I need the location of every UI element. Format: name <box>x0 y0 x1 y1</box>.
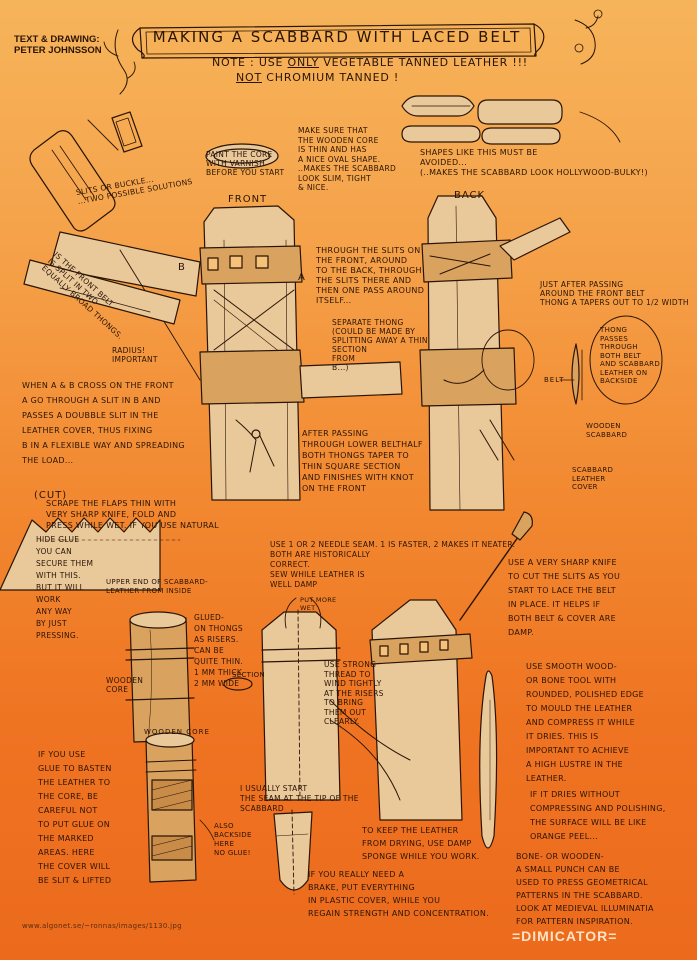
start-seam-annotation: I USUALLY START THE SEAM AT THE TIP OF T… <box>240 784 359 813</box>
sharp-knife-annotation: USE A VERY SHARP KNIFE TO CUT THE SLITS … <box>508 558 621 637</box>
b-label: B <box>178 262 186 273</box>
cut-label: (CUT) <box>34 490 68 501</box>
strong-thread-annotation: USE STRONG THREAD TO WIND TIGHTLY AT THE… <box>324 660 384 726</box>
leather-note-sub: NOT CHROMIUM TANNED ! <box>236 71 399 85</box>
page-title: MAKING A SCABBARD WITH LACED BELT <box>152 28 522 46</box>
note-sub-suffix: CHROMIUM TANNED ! <box>262 71 400 84</box>
dries-without-annotation: IF IT DRIES WITHOUT COMPRESSING AND POLI… <box>530 790 666 841</box>
separate-thong-annotation: SEPARATE THONG (COULD BE MADE BY SPLITTI… <box>332 318 428 372</box>
glued-thongs-annotation: GLUED- ON THONGS AS RISERS. CAN BE QUITE… <box>194 613 244 688</box>
back-label: BACK <box>454 190 486 201</box>
put-wet-annotation: PUT MORE WET <box>300 596 337 612</box>
paint-core-annotation: PAINT THE CORE WITH VARNISH BEFORE YOU S… <box>206 150 285 177</box>
wooden-core-label: WOODEN CORE <box>106 676 144 694</box>
bone-tool-annotation: USE SMOOTH WOOD- OR BONE TOOL WITH ROUND… <box>526 662 645 783</box>
hide-glue-annotation: HIDE GLUE YOU CAN SECURE THEM WITH THIS.… <box>36 535 94 640</box>
glue-baste-annotation: IF YOU USE GLUE TO BASTEN THE LEATHER TO… <box>38 750 112 885</box>
title-banner: MAKING A SCABBARD WITH LACED BELT <box>140 20 534 60</box>
through-slits-annotation: THROUGH THE SLITS ON THE FRONT, AROUND T… <box>316 246 425 305</box>
shapes-avoid-annotation: SHAPES LIKE THIS MUST BE AVOIDED... (..M… <box>420 148 648 177</box>
needle-seam-annotation: USE 1 OR 2 NEEDLE SEAM. 1 IS FASTER, 2 M… <box>270 540 516 589</box>
note-suffix: VEGETABLE TANNED LEATHER !!! <box>319 56 529 69</box>
also-backside-annotation: ALSO BACKSIDE HERE NO GLUE! <box>214 822 252 857</box>
thin-core-annotation: MAKE SURE THAT THE WOODEN CORE IS THIN A… <box>298 126 397 192</box>
front-label: FRONT <box>228 194 268 205</box>
belt-label: BELT <box>544 376 565 384</box>
dimicator-logo: =DIMICATOR= <box>512 928 618 944</box>
a-label: A <box>298 272 306 283</box>
scrape-annotation: SCRAPE THE FLAPS THIN WITH VERY SHARP KN… <box>46 499 219 530</box>
when-ab-annotation: WHEN A & B CROSS ON THE FRONT A GO THROU… <box>22 381 185 465</box>
after-lower-annotation: AFTER PASSING THROUGH LOWER BELTHALF BOT… <box>302 429 423 493</box>
keep-damp-annotation: TO KEEP THE LEATHER FROM DRYING, USE DAM… <box>362 826 480 861</box>
leather-note: NOTE : USE ONLY VEGETABLE TANNED LEATHER… <box>212 56 528 70</box>
note-prefix: NOTE : USE <box>212 56 288 69</box>
small-punch-annotation: BONE- OR WOODEN- A SMALL PUNCH CAN BE US… <box>516 852 654 926</box>
brake-annotation: IF YOU REALLY NEED A BRAKE, PUT EVERYTHI… <box>308 870 489 918</box>
author-credit: TEXT & DRAWING: PETER JOHNSSON <box>14 34 102 56</box>
after-front-annotation: JUST AFTER PASSING AROUND THE FRONT BELT… <box>540 280 689 307</box>
wooden-scabbard-annotation: WOODEN SCABBARD <box>586 422 628 439</box>
note-only: ONLY <box>287 56 320 69</box>
upper-end-annotation: UPPER END OF SCABBARD- LEATHER FROM INSI… <box>106 578 209 595</box>
thong-passes-annotation: THONG PASSES THROUGH BOTH BELT AND SCABB… <box>600 326 661 385</box>
scabbard-leather-annotation: SCABBARD LEATHER COVER <box>572 466 614 491</box>
source-url: www.algonet.se/~ronnas/images/1130.jpg <box>22 922 182 930</box>
wooden-core-top-label: WOODEN CORE <box>144 728 210 736</box>
radius-annotation: RADIUS! IMPORTANT <box>112 346 158 364</box>
section-label: SECTION <box>232 671 265 679</box>
note-not: NOT <box>236 71 263 84</box>
